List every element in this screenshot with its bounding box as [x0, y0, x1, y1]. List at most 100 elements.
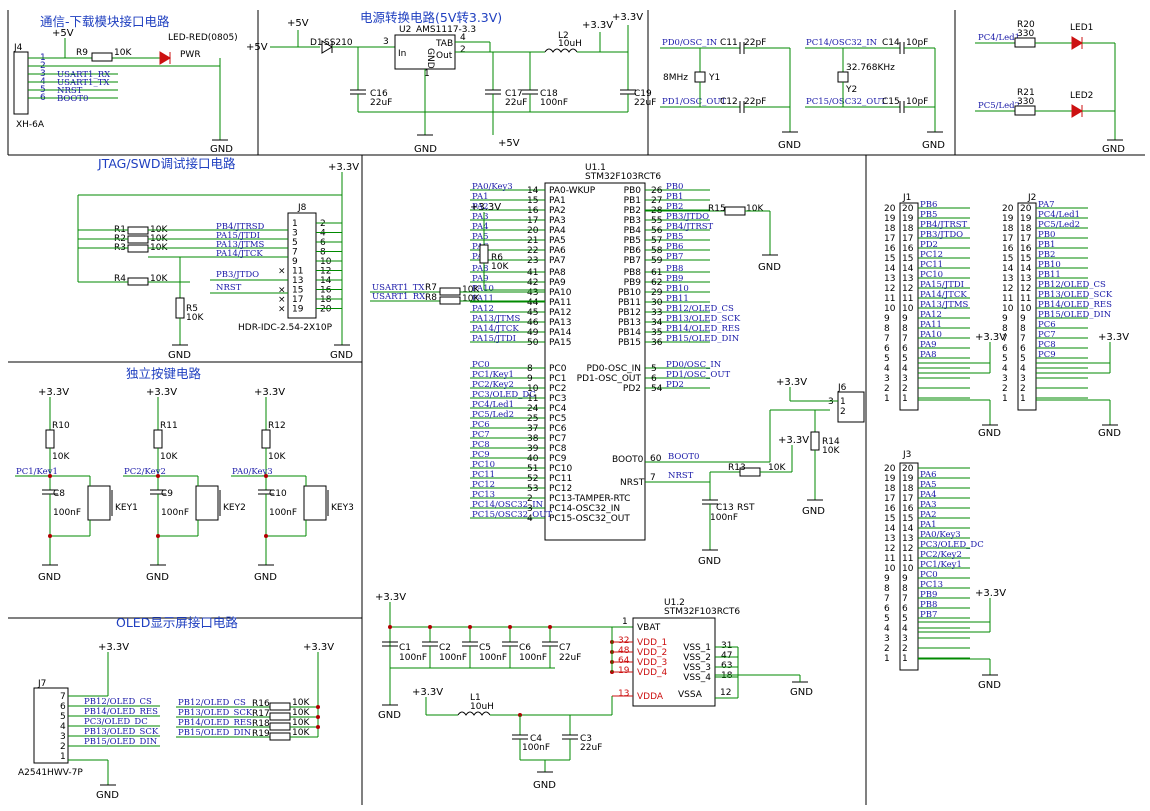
svg-text:R16: R16: [252, 699, 270, 709]
mcu-right-net: PB0: [666, 182, 683, 192]
header-pin-number: 8: [884, 584, 890, 594]
vdd-pin-name: VDD_4: [637, 668, 668, 678]
header-net-label: PC1/Key1: [920, 560, 962, 570]
key-supply-label: +3.3V: [38, 387, 69, 398]
svg-text:STM32F103RCT6: STM32F103RCT6: [664, 607, 740, 617]
junction-dot: [48, 534, 52, 538]
header-pin-number: 14: [884, 524, 896, 534]
svg-text:R9: R9: [76, 48, 88, 58]
svg-text:+3.3V: +3.3V: [582, 20, 613, 31]
j8-pin-even: 18: [320, 295, 332, 305]
key-net-label: PC1/Key1: [16, 467, 58, 477]
mcu-left-pin-number: 22: [527, 246, 538, 256]
section-title-jtag: JTAG/SWD调试接口电路: [97, 156, 236, 171]
key-switch-body: [303, 485, 327, 521]
mcu-right-pin-name: PB5: [624, 236, 641, 246]
svg-text:PB13/OLED_SCK: PB13/OLED_SCK: [178, 708, 253, 718]
svg-text:PB12/OLED_CS: PB12/OLED_CS: [178, 698, 246, 708]
header-net-label: PC2/Key2: [920, 550, 962, 560]
vdd-pin-name: VDD_3: [637, 658, 667, 668]
key-switch-ref: KEY1: [115, 503, 138, 513]
key-cap-value: 100nF: [161, 508, 189, 518]
header-net-label: PC0: [920, 570, 938, 580]
mcu-left-pin-name: PA14: [549, 328, 572, 338]
svg-text:SS210: SS210: [324, 38, 353, 48]
j7-pin-number: 5: [60, 712, 66, 722]
header-pin-number-inner: 5: [902, 614, 908, 624]
vss-pin-name: VSS_1: [683, 643, 711, 653]
header-pin-number-inner: 3: [902, 374, 908, 384]
svg-text:PC4/Led1: PC4/Led1: [978, 33, 1020, 43]
svg-text:+3.3V: +3.3V: [1098, 332, 1129, 343]
mcu-left-pin-name: PC9: [549, 454, 567, 464]
mcu-right-pin-name: PB12: [618, 308, 641, 318]
j8-pin-even: 6: [320, 238, 326, 248]
header-pin-number: 11: [884, 294, 895, 304]
mcu-left-net: PA0/Key3: [472, 182, 513, 192]
svg-text:GND: GND: [414, 144, 437, 155]
svg-text:+3.3V: +3.3V: [375, 592, 406, 603]
svg-text:J7: J7: [37, 679, 46, 689]
svg-text:VDDA: VDDA: [637, 692, 664, 702]
svg-text:R18: R18: [252, 719, 270, 729]
mcu-left-net: PA10: [472, 284, 494, 294]
header-pin-number-inner: 13: [902, 274, 913, 284]
vdd-cap-value: 100nF: [399, 653, 427, 663]
mcu-left-net: PA13/JTMS: [472, 314, 521, 324]
j8-pin-even: 2: [320, 219, 326, 229]
header-net-label: PC13: [920, 580, 943, 590]
svg-text:10K: 10K: [114, 48, 132, 58]
mcu-left-pin-number: 10: [527, 384, 539, 394]
header-pin-number-inner: 19: [1020, 214, 1032, 224]
svg-text:NRST: NRST: [668, 471, 694, 481]
mcu-left-net: PA12: [472, 304, 494, 314]
svg-text:D1: D1: [310, 38, 323, 48]
junction-dot: [428, 625, 432, 629]
header-net-label: PB8: [920, 600, 937, 610]
header-net-label: PA4: [920, 490, 937, 500]
header-pin-number: 9: [884, 314, 890, 324]
mcu-left-pin-name: PC7: [549, 434, 566, 444]
header-pin-number: 3: [884, 374, 890, 384]
svg-text:2: 2: [840, 407, 846, 417]
mcu-left-pin-name: PA11: [549, 298, 571, 308]
mcu-left-net: PC12: [472, 480, 495, 490]
header-pin-number-inner: 9: [902, 574, 908, 584]
mcu-left-pin-number: 3: [527, 504, 533, 514]
j7-pin-number: 2: [60, 742, 66, 752]
mcu-left-pin-number: 52: [527, 474, 538, 484]
vdd-cap-ref: C6: [519, 643, 531, 653]
mcu-left-pin-name: PC4: [549, 404, 567, 414]
key-resistor: [261, 429, 271, 449]
mcu-left-pin-name: PC8: [549, 444, 567, 454]
svg-text:R6: R6: [491, 253, 503, 263]
j8-pin-odd: 9: [292, 257, 298, 267]
header-net-label: PA3: [920, 500, 937, 510]
j7-pin-number: 3: [60, 732, 66, 742]
j8-pin-even: 12: [320, 267, 331, 277]
svg-text:XH-6A: XH-6A: [16, 120, 45, 130]
j8-pin-odd: 13: [292, 276, 303, 286]
svg-text:+3.3V: +3.3V: [412, 687, 443, 698]
mcu-left-net: PA14/JTCK: [472, 324, 519, 334]
key-gnd-label: GND: [146, 572, 169, 583]
svg-text:C16: C16: [370, 89, 388, 99]
svg-text:LED2: LED2: [1070, 91, 1093, 101]
header-net-label: PB12/OLED_CS: [1038, 280, 1106, 290]
svg-text:R13: R13: [728, 463, 746, 473]
j8-pin-odd: 1: [292, 219, 298, 229]
svg-text:GND: GND: [978, 428, 1001, 439]
mcu-left-pin-number: 38: [527, 434, 539, 444]
j8-pin-odd: 17: [292, 295, 303, 305]
header-pin-number-inner: 11: [902, 554, 913, 564]
mcu-left-pin-name: PA4: [549, 226, 566, 236]
svg-text:PD0/OSC_IN: PD0/OSC_IN: [662, 38, 718, 48]
mcu-right-net: PD2: [666, 380, 684, 390]
header-pin-number: 15: [884, 514, 895, 524]
key-resistor-value: 10K: [52, 452, 70, 462]
svg-text:PB13/OLED_SCK: PB13/OLED_SCK: [84, 727, 159, 737]
vdd-cap-value: 100nF: [519, 653, 547, 663]
mcu-left-net: PC6: [472, 420, 490, 430]
